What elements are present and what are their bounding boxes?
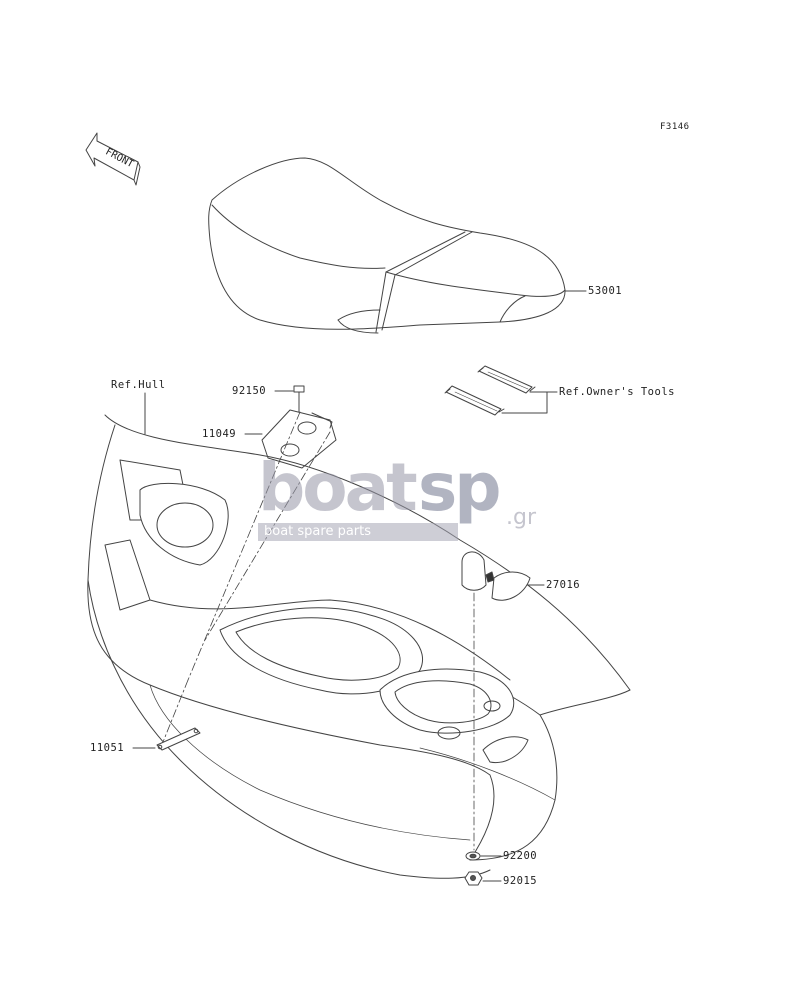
label-ref-hull: Ref.Hull <box>111 379 166 391</box>
owners-tools-straps <box>444 365 536 416</box>
watermark-brand-a: boat <box>258 449 418 526</box>
bracket <box>261 409 337 469</box>
label-92200: 92200 <box>503 850 538 862</box>
label-owners-tools: Ref.Owner's Tools <box>559 386 675 398</box>
label-53001: 53001 <box>588 285 623 297</box>
front-arrow-icon: FRONT <box>85 132 141 186</box>
leader-owners-tools <box>501 391 558 414</box>
watermark-bar <box>258 523 458 541</box>
hull <box>87 414 631 879</box>
nut <box>464 871 483 886</box>
label-92150: 92150 <box>232 385 267 397</box>
plate <box>156 727 201 751</box>
watermark-brand-b: sp <box>418 449 502 526</box>
label-11049: 11049 <box>202 428 237 440</box>
label-27016: 27016 <box>546 579 581 591</box>
label-11051: 11051 <box>90 742 125 754</box>
reference-lines <box>162 411 475 851</box>
watermark-domain: .gr <box>506 505 537 530</box>
watermark-logo: boat sp .gr boat spare parts <box>258 455 543 545</box>
label-92015: 92015 <box>503 875 538 887</box>
watermark-tagline: boat spare parts <box>264 524 372 539</box>
figure-code: F3146 <box>660 122 690 132</box>
washer <box>465 851 481 861</box>
latch <box>461 551 531 601</box>
seat <box>208 157 566 334</box>
bolt <box>293 385 305 413</box>
